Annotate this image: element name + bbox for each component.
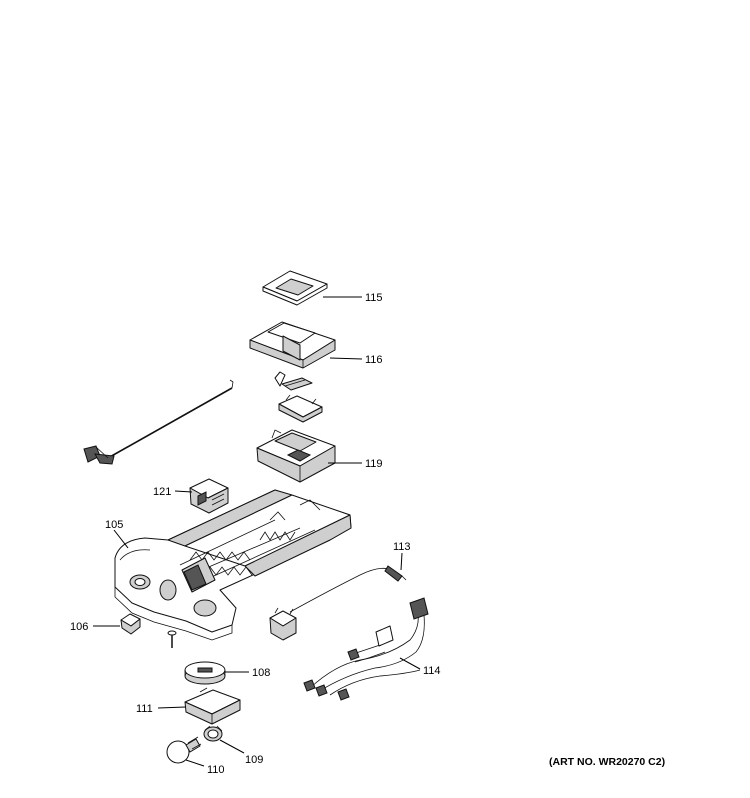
label-106: 106 [70, 621, 88, 633]
label-116: 116 [365, 354, 383, 366]
leader-113 [400, 552, 403, 571]
part-110-bulb [166, 736, 202, 764]
leader-114 [399, 657, 421, 670]
part-113-wire [289, 565, 407, 613]
part-115-gasket [262, 270, 328, 306]
art-number: (ART NO. WR20270 C2) [549, 756, 665, 768]
label-110: 110 [207, 764, 225, 776]
label-109: 109 [245, 754, 263, 766]
part-rod [83, 379, 234, 465]
leader-121 [174, 490, 193, 493]
part-clip-lower [278, 394, 323, 423]
label-119: 119 [365, 458, 383, 470]
leader-111 [157, 706, 187, 709]
part-121-module [189, 478, 229, 514]
part-switch [269, 607, 297, 641]
label-115: 115 [365, 292, 383, 304]
leader-110 [185, 759, 205, 767]
part-119-base-housing [256, 429, 336, 483]
leader-116 [329, 357, 363, 360]
label-105: 105 [105, 519, 123, 531]
part-108-cap [184, 661, 226, 685]
leader-109 [219, 739, 245, 754]
part-114-harness [303, 597, 429, 701]
part-111-bracket [184, 687, 241, 725]
part-105-main-housing [114, 489, 352, 641]
label-113: 113 [393, 541, 411, 553]
label-111: 111 [136, 703, 153, 715]
part-116-housing [249, 321, 336, 369]
leader-105 [113, 529, 129, 549]
label-108: 108 [252, 667, 270, 679]
part-clip-upper [274, 371, 313, 391]
label-114: 114 [423, 665, 441, 677]
label-121: 121 [153, 486, 171, 498]
part-screw [167, 630, 177, 648]
part-109-socket [203, 725, 223, 742]
part-106 [120, 613, 141, 635]
